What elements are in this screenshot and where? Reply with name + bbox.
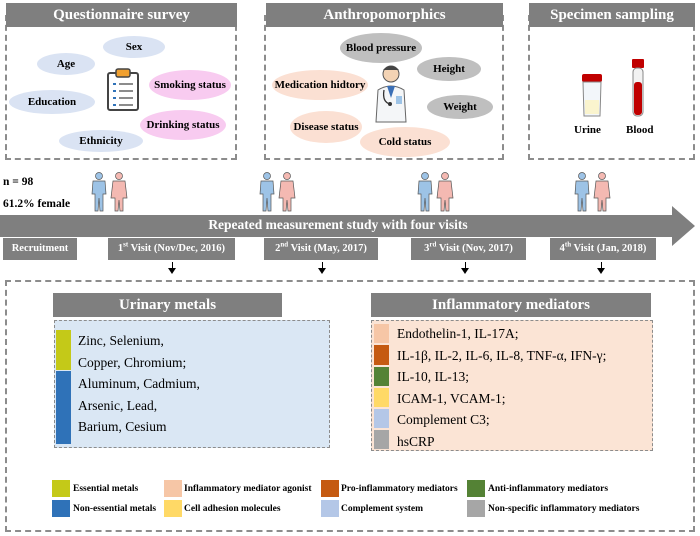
essential-metals-bar [56,330,71,370]
legend-label-complement: Complement system [341,504,424,514]
recruitment-box: Recruitment [3,238,77,260]
bubble-age: Age [37,53,95,75]
anthropomorphics-title: Anthropomorphics [266,3,503,27]
urinary-metals-box [54,320,330,448]
bubble-ethnicity: Ethnicity [59,130,143,152]
legend-label-anti-inflammatory: Anti-inflammatory mediators [488,484,609,494]
legend-label-agonist: Inflammatory mediator agonist [184,484,312,494]
down-arrow-icon [168,262,176,274]
bubble-medication: Medication hidtory [272,70,368,100]
mediator-line: IL-1β, IL-2, IL-6, IL-8, TNF-α, IFN-γ; [397,347,607,363]
legend-label-essential: Essential metals [73,484,139,494]
metal-line: Arsenic, Lead, [78,397,158,413]
legend-swatch-complement [321,500,339,517]
specimen-title: Specimen sampling [529,3,695,27]
specimen-panel [528,15,695,160]
metal-line: Zinc, Selenium, [78,333,164,348]
adhesion-bar [374,388,389,407]
bubble-cold: Cold status [360,127,450,157]
female-percent: 61.2% female [3,198,71,210]
pro-inflammatory-bar [374,345,389,365]
visit-2-box: 2nd Visit (May, 2017) [264,238,378,260]
mediator-line: Complement C3; [397,412,490,427]
non-essential-metals-bar [56,371,71,444]
bubble-blood-pressure: Blood pressure [340,33,422,63]
legend-swatch-anti-inflammatory [467,480,485,497]
legend-swatch-essential [52,480,70,497]
legend-label-adhesion: Cell adhesion molecules [184,504,281,514]
legend-swatch-non-specific [467,500,485,517]
urine-label: Urine [574,124,601,136]
urinary-metals-list: Zinc, Selenium, Copper, Chromium; Alumin… [78,330,200,438]
metal-line: Copper, Chromium; [78,354,187,370]
visit-1-box: 1st Visit (Nov/Dec, 2016) [108,238,235,260]
legend-label-non-specific: Non-specific inflammatory mediators [488,504,640,514]
bubble-weight: Weight [427,95,493,119]
legend-label-non-essential: Non-essential metals [73,504,157,514]
mediator-line: Endothelin-1, IL-17A; [397,326,519,341]
bubble-disease: Disease status [290,111,362,143]
inflammatory-mediators-box [371,320,653,451]
legend-swatch-adhesion [164,500,182,517]
legend-swatch-non-essential [52,500,70,517]
mediator-line: ICAM-1, VCAM-1; [397,390,506,406]
urine-cup-icon [582,74,602,117]
mediator-line: hsCRP [397,433,435,449]
urinary-metals-title: Urinary metals [53,293,282,317]
blood-tube-icon [632,59,644,117]
questionnaire-title: Questionnaire survey [6,3,237,27]
doctor-icon [375,65,407,123]
blood-label: Blood [626,124,654,136]
complement-bar [374,409,389,428]
bubble-sex: Sex [103,36,165,58]
visit-3-box: 3rd Visit (Nov, 2017) [411,238,526,260]
non-specific-bar [374,430,389,449]
bubble-smoking: Smoking status [149,70,231,100]
metal-line: Aluminum, Cadmium, [78,376,200,391]
bubble-height: Height [417,57,481,81]
inflammatory-mediators-title: Inflammatory mediators [371,293,651,317]
visit-4-box: 4th Visit (Jan, 2018) [550,238,656,260]
bubble-drinking: Drinking status [140,110,226,140]
legend-label-pro-inflammatory: Pro-inflammatory mediators [341,484,458,494]
down-arrow-icon [597,262,605,274]
metal-line: Barium, Cesium [78,419,167,434]
timeline-label: Repeated measurement study with four vis… [208,217,468,232]
agonist-bar [374,324,389,343]
inflammatory-mediators-list: Endothelin-1, IL-17A; IL-1β, IL-2, IL-6,… [397,323,606,452]
legend-swatch-agonist [164,480,182,497]
sample-size: n = 98 [3,176,34,188]
bubble-education: Education [9,90,95,114]
measurements-panel [5,280,695,532]
clipboard-icon [107,68,139,111]
mediator-line: IL-10, IL-13; [397,369,469,384]
down-arrow-icon [318,262,326,274]
anti-inflammatory-bar [374,367,389,386]
legend-swatch-pro-inflammatory [321,480,339,497]
timeline-arrow [0,206,695,246]
down-arrow-icon [461,262,469,274]
